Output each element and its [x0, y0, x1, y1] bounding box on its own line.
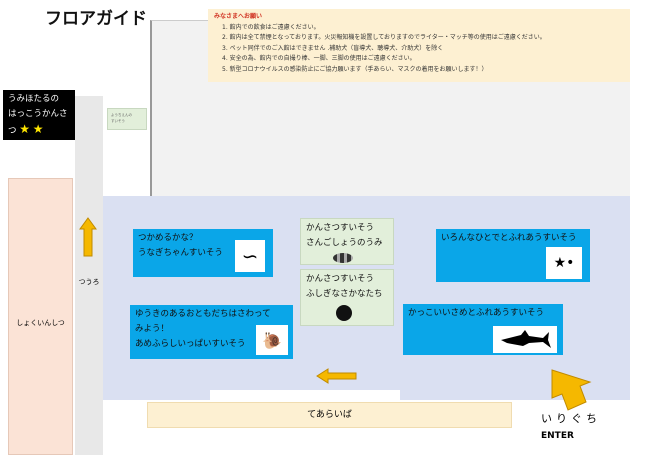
exhibit-label: あめふらしいっぱいすいそう — [135, 339, 246, 349]
notice-item: 4. 安全の為、館内での自撮り棒、一脚、三脚の使用はご遠慮ください。 — [222, 55, 416, 62]
page-title: フロアガイド — [45, 9, 147, 29]
eel-icon: ∽ — [235, 240, 265, 272]
exhibit-label: つ — [8, 126, 17, 136]
corridor — [75, 96, 103, 455]
arrow-up-icon — [79, 217, 97, 257]
clownfish-icon — [333, 253, 353, 263]
entrance-arrow-icon — [551, 369, 592, 411]
staff-room — [8, 178, 73, 455]
sea-hare-tank[interactable]: ゆうきのあるおともだちはさわって みよう！ あめふらしいっぱいすいそう 🐌 — [130, 305, 293, 359]
starfish-shell-icon: ★• — [546, 247, 582, 279]
exhibit-label: ふしぎなさかなたち — [306, 289, 383, 299]
exhibit-label: さんごしょうのうみ — [306, 238, 383, 248]
exhibit-label: つかめるかな？ — [138, 233, 198, 243]
notice-box: みなさまへお願い 1. 館内での飲食はご遠慮ください。 2. 館内は全て禁煙とな… — [208, 9, 630, 82]
exhibit-label: いろんなひとでとふれあうすいそう — [441, 233, 577, 243]
mystery-fish-tank[interactable]: かんさつすいそう ふしぎなさかなたち — [300, 269, 394, 326]
coral-reef-tank[interactable]: かんさつすいそう さんごしょうのうみ — [300, 218, 394, 265]
sea-firefly-exhibit[interactable]: うみほたるの はっこうかんさ つ ★ ★ — [3, 90, 75, 140]
floor-gap — [210, 390, 400, 400]
entrance-label: いりぐち — [541, 412, 601, 425]
notice-item: 1. 館内での飲食はご遠慮ください。 — [222, 23, 320, 31]
exhibit-label: ようちえんの — [111, 113, 132, 117]
eel-tank[interactable]: つかめるかな？ うなぎちゃんすいそう ∽ — [133, 229, 273, 277]
star-icon: ★ — [32, 122, 44, 136]
notice-item: 3. ペット同伴でのご入館はできません .補助犬（盲導犬、聴導犬、介助犬）を除く — [222, 44, 444, 52]
staff-room-label: しょくいんしつ — [16, 319, 65, 327]
exhibit-label: うみほたるの — [8, 94, 60, 104]
exhibit-label: ゆうきのあるおともだちはさわって — [135, 309, 271, 319]
notice-heading: みなさまへお願い — [214, 13, 263, 20]
sea-slug-icon: 🐌 — [256, 325, 288, 355]
washroom[interactable]: てあらいば — [147, 402, 512, 428]
star-icon: ★ — [19, 122, 30, 136]
shark-icon — [493, 326, 557, 353]
exhibit-label: うなぎちゃんすいそう — [138, 248, 223, 258]
arrow-left-icon — [316, 368, 357, 384]
notice-item: 2. 館内は全て禁煙となっております。火災報知機を設置しておりますのでライター・… — [222, 34, 546, 41]
pufferfish-icon — [336, 305, 352, 321]
kindergarten-tank[interactable]: ようちえんの すいそう — [107, 108, 147, 130]
shark-tank[interactable]: かっこいいさめとふれあうすいそう — [403, 304, 563, 355]
entrance-label-en: ENTER — [541, 431, 574, 441]
exhibit-label: はっこうかんさ — [8, 109, 68, 119]
starfish-tank[interactable]: いろんなひとでとふれあうすいそう ★• — [436, 229, 590, 282]
exhibit-label: かっこいいさめとふれあうすいそう — [408, 308, 545, 318]
corridor-label: つうろ — [78, 278, 100, 286]
exhibit-label: かんさつすいそう — [306, 223, 375, 233]
exhibit-label: すいそう — [111, 119, 125, 123]
notice-item: 5. 新型コロナウイルスの感染防止にご協力願います（手あらい、マスクの着用をお願… — [222, 65, 488, 73]
exhibit-label: かんさつすいそう — [306, 274, 375, 284]
exhibit-label: みよう！ — [135, 324, 170, 334]
